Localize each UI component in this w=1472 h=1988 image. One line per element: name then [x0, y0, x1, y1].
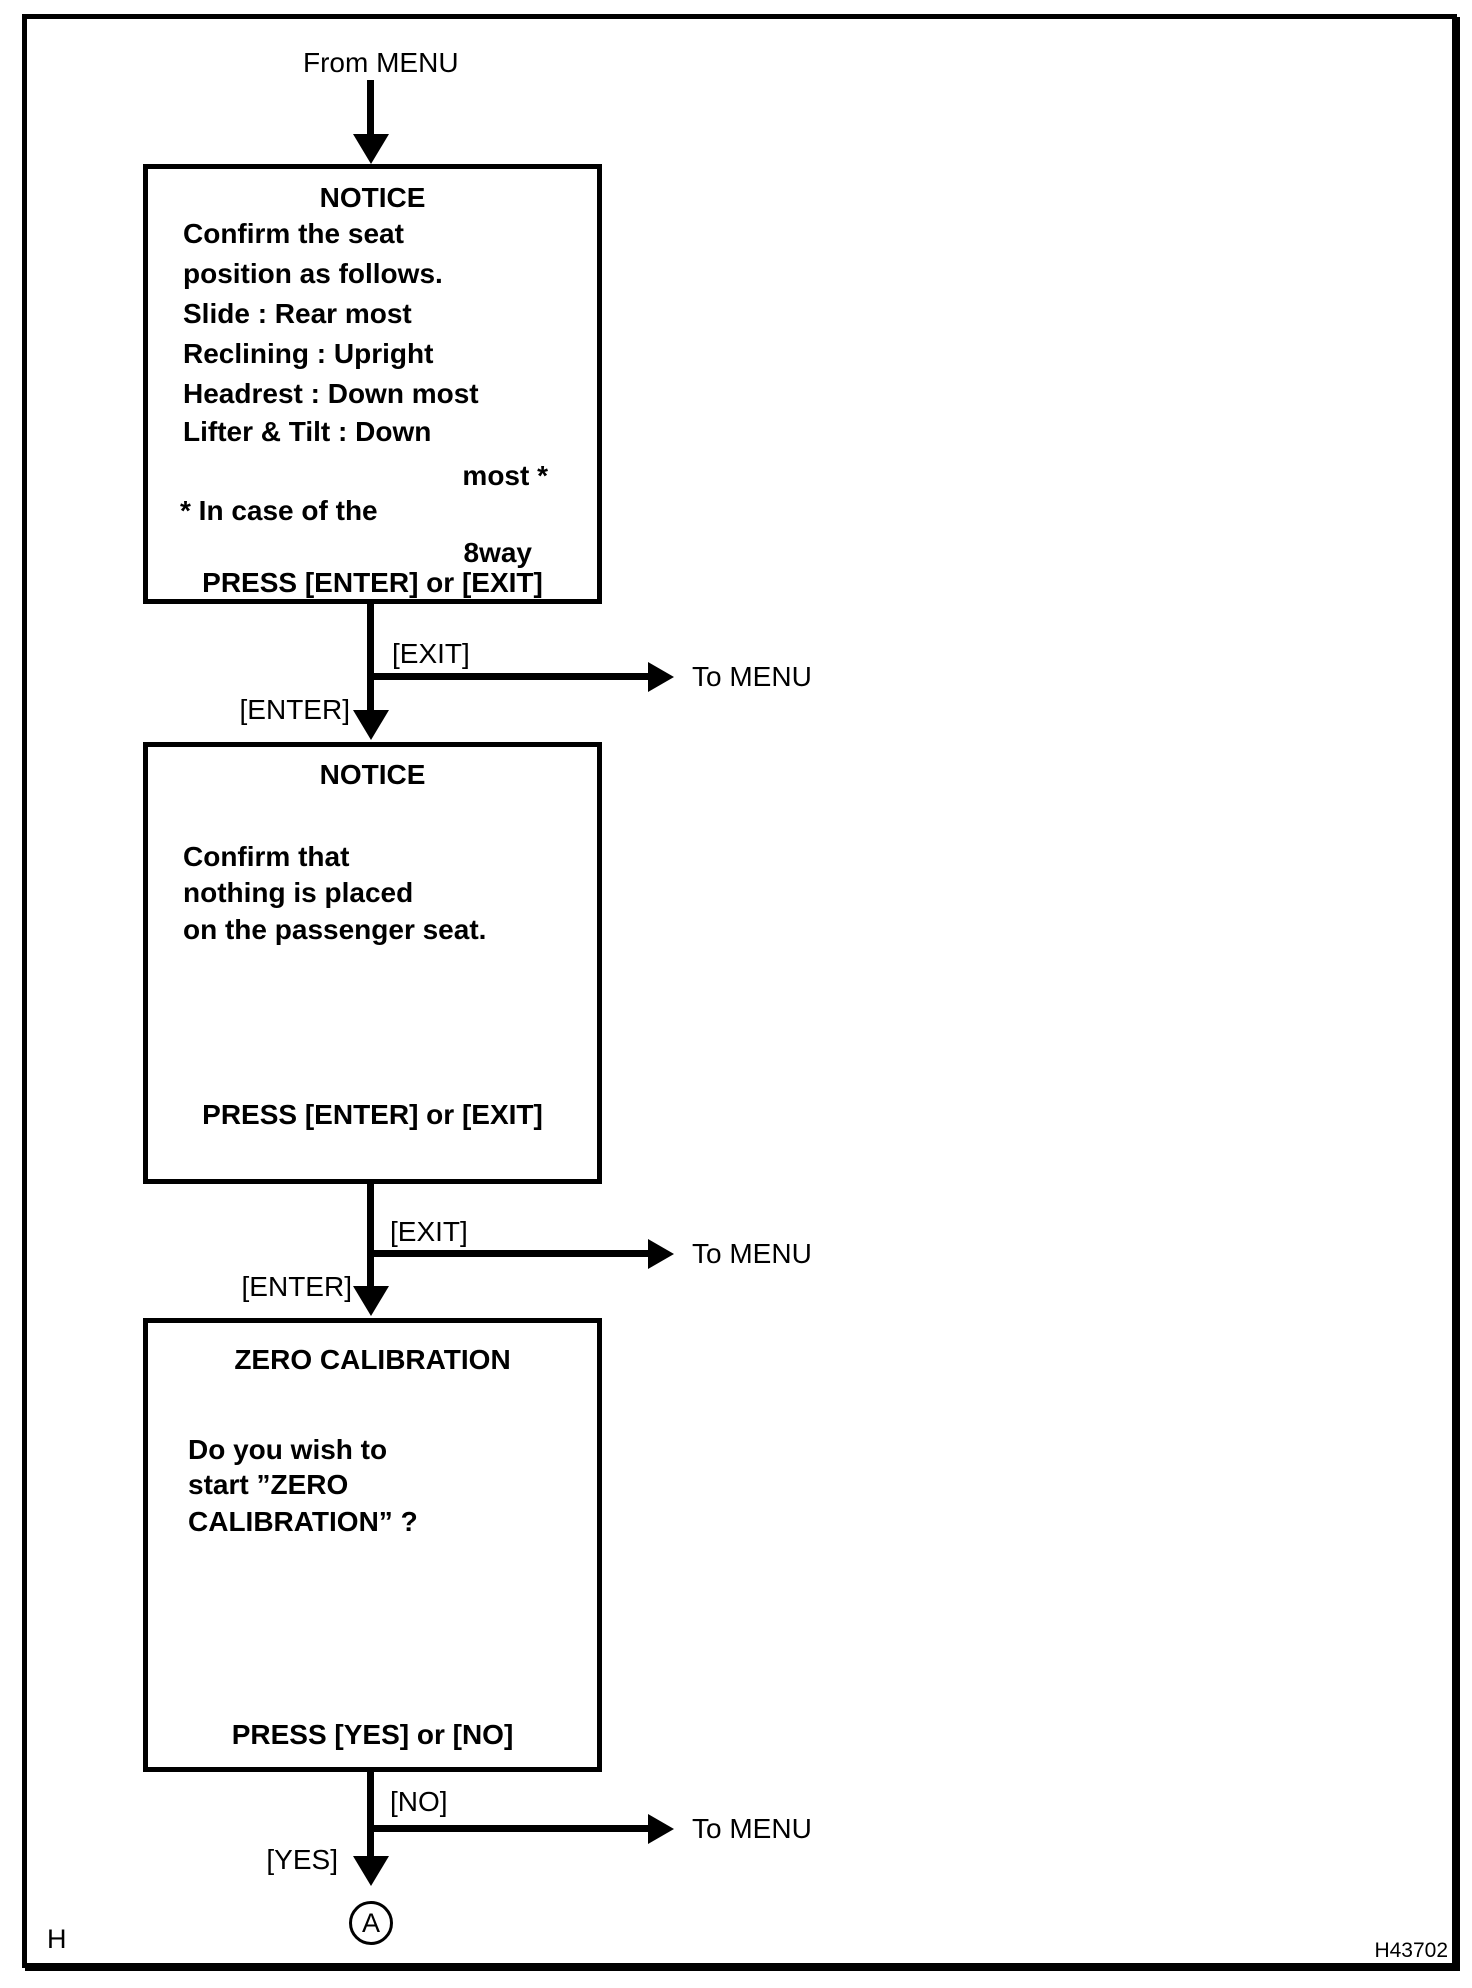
- entry-arrow-line: [367, 80, 374, 138]
- enter-branch-label: [ENTER]: [241, 1271, 352, 1302]
- box-line-wrapped: 8way: [463, 537, 533, 568]
- box-line: Slide : Rear most: [183, 298, 412, 329]
- flow-line: [367, 603, 374, 713]
- notice-box-seat-position: NOTICE Confirm the seat position as foll…: [143, 164, 602, 604]
- press-instruction: PRESS [ENTER] or [EXIT]: [202, 1099, 543, 1130]
- connector-a-label: A: [361, 1908, 380, 1938]
- exit-branch-label: [EXIT]: [392, 638, 470, 669]
- zero-calibration-box: ZERO CALIBRATION Do you wish to start ”Z…: [143, 1318, 602, 1772]
- arrow-down-icon: [353, 1856, 389, 1886]
- box-line: position as follows.: [183, 258, 443, 289]
- box-footnote: * In case of the: [180, 495, 378, 526]
- box-line: Do you wish to: [188, 1434, 388, 1465]
- arrow-down-icon: [353, 1286, 389, 1316]
- box-line: Confirm the seat: [183, 218, 404, 249]
- to-menu-label: To MENU: [692, 661, 812, 692]
- box-line: Headrest : Down most: [183, 378, 479, 409]
- press-instruction: PRESS [ENTER] or [EXIT]: [202, 567, 543, 598]
- box-title: ZERO CALIBRATION: [234, 1344, 511, 1375]
- box-title: NOTICE: [319, 759, 426, 790]
- box-line: CALIBRATION” ?: [188, 1506, 418, 1537]
- arrow-right-icon: [648, 1239, 674, 1269]
- to-menu-label: To MENU: [692, 1813, 812, 1844]
- entry-arrow-down-icon: [353, 134, 389, 164]
- box-line: on the passenger seat.: [183, 914, 487, 945]
- box-line: nothing is placed: [183, 877, 414, 908]
- yes-branch-label: [YES]: [266, 1844, 338, 1875]
- exit-branch-label: [EXIT]: [390, 1216, 468, 1247]
- box-line: Reclining : Upright: [183, 338, 434, 369]
- flow-line: [370, 1250, 648, 1257]
- flow-line: [370, 1825, 648, 1832]
- no-branch-label: [NO]: [390, 1786, 448, 1817]
- enter-branch-label: [ENTER]: [239, 694, 350, 725]
- arrow-right-icon: [648, 662, 674, 692]
- arrow-right-icon: [648, 1814, 674, 1844]
- press-instruction: PRESS [YES] or [NO]: [231, 1719, 514, 1750]
- footer-page-letter: H: [47, 1924, 67, 1954]
- connector-a-circle: A: [349, 1901, 393, 1945]
- box-line: Lifter & Tilt : Down: [183, 416, 432, 447]
- arrow-down-icon: [353, 710, 389, 740]
- box-title: NOTICE: [319, 182, 426, 213]
- notice-box-passenger-seat: NOTICE Confirm that nothing is placed on…: [143, 742, 602, 1184]
- flow-line: [370, 673, 648, 680]
- box-line: start ”ZERO: [188, 1469, 349, 1500]
- to-menu-label: To MENU: [692, 1238, 812, 1269]
- flow-line: [367, 1772, 374, 1858]
- figure-id: H43702: [1374, 1939, 1448, 1962]
- box-line: Confirm that: [183, 841, 350, 872]
- flow-line: [367, 1184, 374, 1288]
- start-label: From MENU: [303, 47, 459, 78]
- box-line-wrapped: most *: [462, 460, 548, 491]
